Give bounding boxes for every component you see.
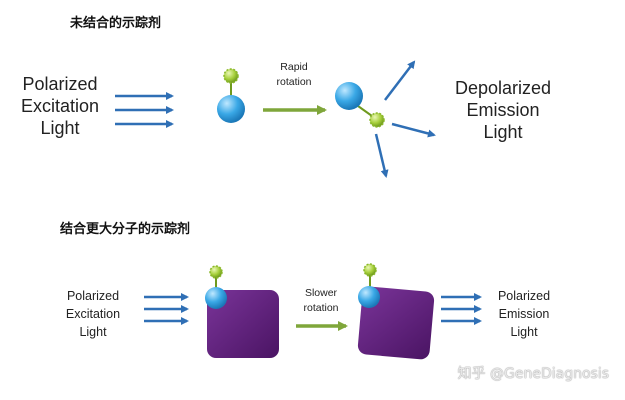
top-emission-line-3: Light <box>483 121 523 142</box>
top-excitation-line-1: Polarized <box>22 74 98 94</box>
zhihu-watermark: 知乎 @GeneDiagnosis <box>457 366 609 382</box>
emission-arrow <box>374 133 389 178</box>
top-rotation-label: Rapid rotation <box>262 60 326 90</box>
large-molecule-block <box>207 290 279 358</box>
bottom-rotation-line-2: rotation <box>303 302 339 315</box>
tracer-ball-icon <box>205 287 227 309</box>
tracer-ball-icon <box>335 82 363 110</box>
depolarized-emission-arrows <box>374 60 436 178</box>
fluorophore-icon <box>209 265 223 279</box>
rotated-tracer-molecule <box>335 82 385 128</box>
bound-tracer-heading: 结合更大分子的示踪剂 <box>60 222 191 237</box>
free-tracer-molecule <box>217 68 245 123</box>
bottom-emission-line-2: Emission <box>498 307 550 322</box>
top-excitation-line-3: Light <box>40 117 80 138</box>
emission-arrow <box>384 60 416 101</box>
tracer-ball-icon <box>217 95 245 123</box>
bottom-rotation-label: Slower rotation <box>290 286 352 316</box>
fluorophore-icon <box>363 263 377 277</box>
bottom-excitation-arrows <box>144 293 189 325</box>
top-excitation-label: Polarized Excitation Light <box>8 74 112 140</box>
top-emission-line-1: Depolarized <box>454 78 552 98</box>
emission-arrow <box>391 122 436 138</box>
bottom-excitation-label: Polarized Excitation Light <box>48 287 138 341</box>
large-molecule-block <box>357 286 435 360</box>
unbound-tracer-heading: 未结合的示踪剂 <box>70 16 162 31</box>
top-excitation-arrows <box>115 92 174 128</box>
bottom-excitation-line-3: Light <box>79 325 107 340</box>
bottom-emission-label: Polarized Emission Light <box>486 287 562 341</box>
fluorophore-icon <box>369 112 385 128</box>
top-emission-label: Depolarized Emission Light <box>443 78 563 144</box>
bottom-excitation-line-1: Polarized <box>66 289 120 303</box>
tracer-ball-icon <box>358 286 380 308</box>
rotated-bound-complex <box>357 263 435 360</box>
top-excitation-line-2: Excitation <box>20 95 100 116</box>
bound-tracer-complex <box>205 265 279 358</box>
top-rotation-line-1: Rapid <box>280 61 308 73</box>
bottom-emission-line-1: Polarized <box>497 289 551 303</box>
bottom-excitation-line-2: Excitation <box>65 307 121 322</box>
top-rotation-line-2: rotation <box>276 76 312 89</box>
tracer-linker <box>357 105 373 117</box>
bottom-emission-arrows <box>441 293 482 325</box>
bottom-emission-line-3: Light <box>510 325 538 340</box>
bottom-rotation-line-1: Slower <box>304 287 338 299</box>
top-emission-line-2: Emission <box>466 99 540 120</box>
fluorophore-icon <box>223 68 239 84</box>
